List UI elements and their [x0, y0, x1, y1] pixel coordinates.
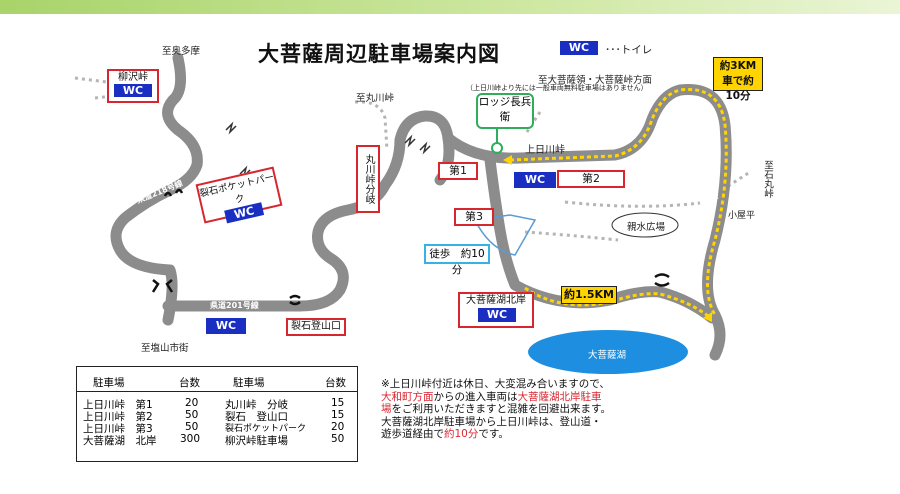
label-road-218: 県道218号線 — [710, 140, 719, 199]
header-lot: 駐車場 — [233, 377, 265, 389]
top-banner — [0, 0, 900, 14]
lake-shape — [528, 330, 688, 374]
label-daibosatsu-direction: 至大菩薩領・大菩薩峠方面 — [538, 75, 653, 86]
parking-daisan: 第3 — [454, 208, 494, 226]
note-text: ※上日川峠付近は休日、大変混み合いますので、 — [381, 378, 610, 390]
lodge-label: ロッジ長兵衛 — [476, 93, 534, 129]
bridge-marks — [151, 188, 670, 306]
lot-name: 丸川峠 分岐 — [225, 399, 288, 411]
callout-1-5km: 約1.5KM — [561, 286, 617, 304]
lot-count: 50 — [185, 421, 199, 433]
table-header: 駐車場 台数 駐車場 台数 — [77, 375, 357, 389]
walk-callout: 徒歩 約10分 — [424, 244, 490, 276]
label-okutama: 至奥多摩 — [162, 46, 201, 57]
note-highlight: 大和町方面 — [381, 390, 434, 403]
arrow-head — [703, 312, 712, 322]
parking-daiichi: 第1 — [438, 162, 478, 180]
header-count: 台数 — [325, 377, 346, 389]
table-row: 上日川峠 第3 50 裂石ポケットパーク 20 — [77, 421, 357, 435]
note-text: です。 — [478, 428, 509, 440]
header-count: 台数 — [179, 377, 200, 389]
callout-car-3km: 約3KM 車で約10分 — [713, 57, 763, 102]
label-daibosatsu-note: （上日川峠より先には一般車両無料駐車場はありません） — [466, 84, 648, 92]
parking-lake-north-label: 大菩薩湖北岸 — [466, 295, 526, 306]
note-highlight: 大菩薩湖北岸駐車場 — [381, 390, 602, 416]
lot-count: 15 — [331, 409, 345, 421]
lot-count: 15 — [331, 397, 345, 409]
parking-capacity-table: 駐車場 台数 駐車場 台数 上日川峠 第1 20 丸川峠 分岐 15 上日川峠 … — [76, 366, 358, 462]
shinsui-area — [611, 212, 679, 238]
lot-name: 大菩薩湖 北岸 — [83, 435, 157, 447]
walking-path — [473, 214, 537, 256]
legend-toilet-label: ･･･トイレ — [605, 44, 653, 56]
table-row: 上日川峠 第1 20 丸川峠 分岐 15 — [77, 397, 357, 411]
parking-daini: 第2 — [557, 170, 625, 188]
wc-badge: WC — [478, 308, 516, 322]
highlight-routes — [509, 87, 728, 318]
legend-wc-badge: WC — [560, 41, 598, 55]
congestion-note: ※上日川峠付近は休日、大変混み合いますので、大和町方面からの進入車両は大菩薩湖北… — [381, 378, 611, 441]
label-lake: 大菩薩湖 — [588, 350, 627, 361]
lodge-marker — [491, 142, 503, 154]
label-road-201: 県道201号線 — [210, 301, 259, 310]
parking-yanagisawa: 柳沢峠 WC — [107, 69, 159, 103]
table-row: 上日川峠 第2 50 裂石 登山口 15 — [77, 409, 357, 423]
label-marukawa: 至丸川峠 — [356, 93, 395, 104]
lot-name: 裂石 登山口 — [225, 411, 288, 423]
lot-name: 上日川峠 第3 — [83, 423, 153, 435]
wc-badge: WC — [206, 318, 246, 334]
label-ishimaru: 至石丸峠 — [762, 160, 773, 198]
table-row: 大菩薩湖 北岸 300 柳沢峠駐車場 50 — [77, 433, 357, 447]
lot-name: 柳沢峠駐車場 — [225, 435, 288, 447]
parking-yanagisawa-label: 柳沢峠 — [118, 72, 148, 83]
lot-name: 上日川峠 第1 — [83, 399, 153, 411]
lot-name: 上日川峠 第2 — [83, 411, 153, 423]
arrow-head — [503, 155, 512, 165]
map-title: 大菩薩周辺駐車場案内図 — [258, 42, 500, 66]
lot-name: 裂石ポケットパーク — [225, 424, 307, 434]
parking-marukawa-bunki: 丸川峠分岐 — [356, 145, 380, 213]
note-text: からの進入車両は — [433, 390, 518, 403]
label-kamihikawa: 上日川峠 — [525, 145, 565, 156]
label-enzan: 至塩山市街 — [141, 343, 189, 354]
note-text: をご利用いただきますと混雑を回避出来ます。大菩薩湖北岸駐車場から上日川峠は、登山… — [381, 403, 611, 440]
wc-badge: WC — [514, 172, 556, 188]
lot-count: 50 — [185, 409, 199, 421]
lodge-text: ロッジ長兵衛 — [478, 96, 532, 123]
table-divider — [77, 391, 357, 392]
lot-count: 20 — [331, 421, 345, 433]
label-shinsui: 親水広場 — [627, 222, 666, 233]
lot-count: 50 — [331, 433, 345, 445]
parking-lake-north: 大菩薩湖北岸 WC — [458, 292, 534, 328]
header-lot: 駐車場 — [93, 377, 125, 389]
note-highlight: 約10分 — [444, 428, 479, 440]
lot-count: 20 — [185, 397, 199, 409]
parking-tozanguchi: 裂石登山口 — [286, 318, 346, 336]
wc-badge: WC — [114, 84, 152, 97]
lot-count: 300 — [180, 433, 201, 445]
label-koyadaira: 小屋平 — [728, 211, 756, 221]
